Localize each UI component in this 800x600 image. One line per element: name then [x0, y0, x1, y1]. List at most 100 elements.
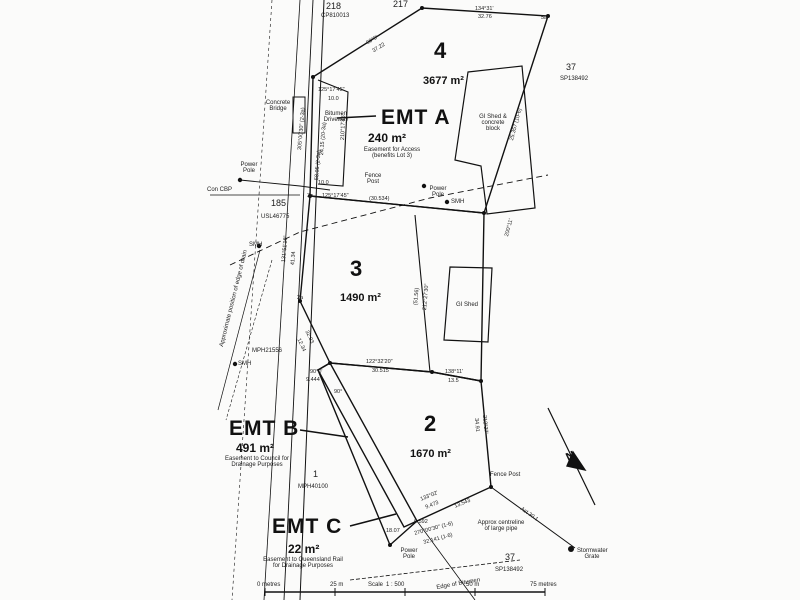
lot2-number: 2	[424, 411, 437, 436]
leader-emt-b	[299, 429, 349, 438]
shed-small	[443, 266, 493, 343]
road-edge-right	[490, 486, 576, 549]
dim-label: (30.534)	[369, 196, 390, 202]
label-217: 217	[393, 0, 409, 9]
edge-bitumen	[349, 559, 521, 581]
road-line-1	[299, 0, 325, 600]
dim-label: 6.592	[414, 519, 428, 525]
corner-mark	[328, 361, 332, 365]
scale-label: Scale	[368, 582, 384, 588]
dim-label: 10.0	[318, 180, 329, 186]
label-218: 218	[326, 1, 342, 11]
dim-label: 125°17'45"	[322, 193, 349, 199]
corner-mark	[479, 379, 483, 383]
label-185: 185	[271, 198, 287, 208]
dim-label: 2a	[297, 295, 304, 301]
dim-label: 9.444	[306, 377, 320, 383]
label-usl: USL46775	[261, 214, 290, 220]
dim-label: 125°17'45"	[318, 87, 345, 93]
dim-label: 138°11'	[445, 369, 464, 375]
dim-label: 90°	[334, 389, 343, 395]
boundary-lot3	[299, 195, 485, 382]
dim-label: 5a	[541, 15, 548, 21]
concrete-bridge	[292, 96, 306, 134]
corner-mark	[298, 299, 302, 303]
drain-diagonal-1	[217, 249, 261, 411]
drain-line	[416, 520, 476, 600]
dim-label: 90°0'	[310, 369, 323, 375]
emt-c-label: EMT C	[272, 515, 343, 538]
dim-label: 10.0	[328, 96, 339, 102]
corner-mark	[546, 14, 550, 18]
shed-large	[454, 65, 536, 215]
leader-emt-a	[336, 115, 377, 119]
label-sp-bottom: SP138492	[495, 567, 524, 573]
corner-mark	[420, 6, 424, 10]
boundary-lot4	[309, 7, 549, 214]
dim-label: 134°31'	[475, 6, 494, 12]
power-pole-mark	[421, 183, 427, 189]
lot3-area: 1490 m²	[340, 292, 381, 304]
dim-label: 30.515	[372, 368, 389, 374]
emt-a-note: Easement for Access (benefits Lot 3)	[363, 147, 421, 159]
lot4-area: 3677 m²	[423, 75, 464, 87]
power-pole-1-label: Power Pole	[240, 162, 258, 174]
emt-c-note: Easement to Queensland Rail for Drainage…	[263, 557, 343, 569]
power-pole-3-label: Power Pole	[400, 548, 418, 560]
con-cbp-label: Con CBP	[207, 187, 233, 193]
road-line-3	[263, 0, 301, 600]
lot2-area: 1670 m²	[410, 448, 451, 460]
emt-a-label: EMT A	[381, 106, 451, 129]
gi-shed-label: GI Shed	[456, 302, 479, 308]
corner-mark	[489, 485, 493, 489]
smh-mark	[444, 199, 450, 205]
scale-75: 75 metres	[530, 582, 557, 588]
concrete-bridge-label: Concrete Bridge	[265, 100, 291, 112]
label-mph-left: MPH21556	[252, 348, 283, 354]
boundary-emt-a	[317, 79, 349, 187]
scale-0: 0 metres	[257, 582, 281, 588]
smh-mark	[256, 243, 262, 249]
dim-label: 3a	[307, 193, 314, 199]
stormwater-label: Stormwater Grate	[577, 548, 608, 560]
dim-label: 212°27'	[481, 414, 489, 434]
boundary-lot2	[317, 362, 492, 547]
power-pole-2-label: Power Pole	[429, 186, 447, 198]
dim-label: 34.91	[473, 417, 481, 433]
dim-label: 122°32'20"	[366, 359, 393, 365]
emt-a-area: 240 m²	[368, 131, 407, 145]
road-line-4	[231, 0, 273, 600]
emt-b-label: EMT B	[229, 417, 300, 440]
smh-2-label: SMH	[249, 242, 263, 248]
power-pole-mark	[237, 177, 243, 183]
corner-mark	[430, 370, 434, 374]
label-37-top: 37	[566, 62, 577, 72]
label-mph-bottom: MPH40100	[298, 484, 329, 490]
approx-centreline-label: Approx centreline of large pipe	[477, 520, 525, 532]
fence-post-1-label: Fence Post	[364, 173, 382, 185]
emt-b-note: Easement to Council for Drainage Purpose…	[224, 456, 290, 468]
gi-shed-concrete-label: GI Shed & concrete block	[479, 114, 507, 132]
dim-label: 13.5	[448, 378, 459, 384]
label-37-bottom: 37	[505, 552, 516, 562]
smh-3-label: SMH	[238, 361, 252, 367]
stormwater-mark	[568, 546, 574, 552]
corner-mark	[311, 75, 315, 79]
lot4-number: 4	[434, 38, 447, 63]
north-arrow-head	[566, 450, 587, 472]
smh-mark	[232, 361, 238, 367]
drain-diagonal-2	[225, 259, 273, 421]
scale-ticks	[264, 588, 546, 596]
corner-mark	[482, 211, 486, 215]
emt-b-area: 491 m²	[236, 441, 275, 455]
boundary-emt-b	[317, 362, 418, 528]
lot3-number: 3	[350, 256, 363, 281]
corner-mark	[388, 543, 392, 547]
corner-mark	[308, 194, 312, 198]
power-line	[239, 179, 331, 191]
sewer-line	[229, 174, 549, 266]
fence-post-2-label: Fence Post	[490, 472, 521, 478]
label-sp-top: SP138492	[560, 76, 589, 82]
